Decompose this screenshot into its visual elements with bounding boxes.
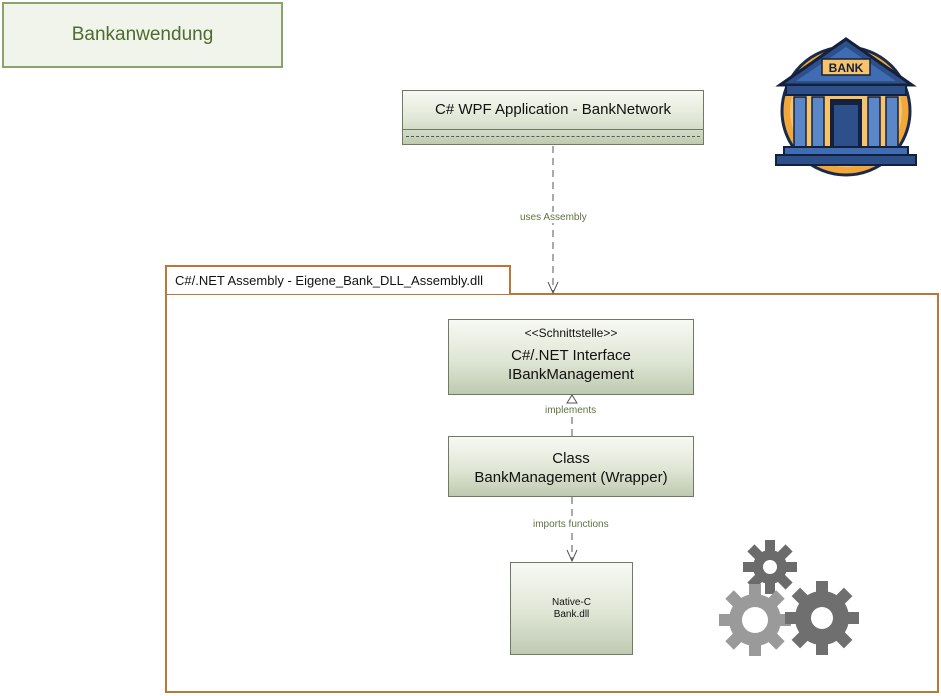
uses-arrowhead bbox=[547, 281, 559, 295]
interface-stereotype: <<Schnittstelle>> bbox=[524, 326, 618, 340]
imports-functions-label: imports functions bbox=[531, 519, 611, 530]
wrapper-class-box[interactable]: Class BankManagement (Wrapper) bbox=[448, 436, 694, 497]
diagram-title: Bankanwendung bbox=[2, 2, 283, 68]
gears-icon bbox=[719, 540, 859, 656]
interface-name: IBankManagement bbox=[508, 366, 634, 383]
implements-label: implements bbox=[543, 405, 599, 416]
wpf-application-box[interactable]: C# WPF Application - BankNetwork bbox=[402, 90, 704, 145]
interface-kind: C#/.NET Interface bbox=[511, 347, 631, 364]
native-dll-kind: Native-C bbox=[552, 596, 591, 608]
class-kind: Class bbox=[552, 450, 590, 467]
attribute-separator bbox=[406, 136, 700, 137]
uses-assembly-label: uses Assembly bbox=[518, 212, 589, 223]
native-dll-box[interactable]: Native-C Bank.dll bbox=[510, 562, 633, 655]
package-tab-label: C#/.NET Assembly - Eigene_Bank_DLL_Assem… bbox=[165, 265, 511, 294]
class-name: BankManagement (Wrapper) bbox=[474, 469, 668, 486]
implements-arrowhead bbox=[566, 394, 578, 404]
interface-box[interactable]: <<Schnittstelle>> C#/.NET Interface IBan… bbox=[448, 319, 694, 395]
native-dll-name: Bank.dll bbox=[553, 608, 590, 620]
bank-logo-text: BANK bbox=[829, 61, 864, 75]
imports-arrowhead bbox=[566, 549, 578, 563]
bank-building-icon: BANK bbox=[775, 37, 917, 177]
wpf-application-name: C# WPF Application - BankNetwork bbox=[403, 91, 703, 130]
